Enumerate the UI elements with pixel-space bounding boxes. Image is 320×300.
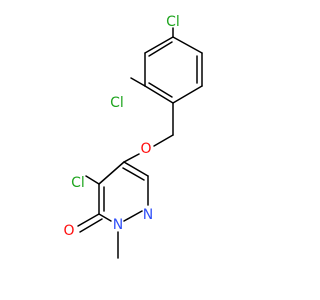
atom-cl-mid: Cl xyxy=(110,95,124,111)
atom-n-methyl: N xyxy=(113,217,123,233)
atom-labels: Cl Cl O Cl N O N xyxy=(63,14,179,239)
bond xyxy=(98,213,112,222)
bond xyxy=(153,134,174,147)
bond xyxy=(79,218,103,233)
bond xyxy=(130,77,146,87)
atom-cl-top: Cl xyxy=(166,14,180,30)
bond xyxy=(148,41,173,57)
bond xyxy=(144,85,174,104)
bond xyxy=(123,161,149,177)
atom-cl-ring: Cl xyxy=(71,175,85,191)
bond xyxy=(85,175,100,185)
atom-o-ether: O xyxy=(140,141,151,157)
atom-n-ring: N xyxy=(143,207,153,223)
bond xyxy=(148,82,173,98)
atom-o-keto: O xyxy=(63,223,74,239)
bond xyxy=(144,36,174,54)
molecule-diagram: Cl Cl O Cl N O N xyxy=(63,14,203,259)
bond xyxy=(123,210,143,222)
bond xyxy=(172,85,203,104)
bonds xyxy=(77,27,203,259)
bond xyxy=(123,153,140,163)
bond xyxy=(122,167,145,181)
bond xyxy=(98,161,125,185)
bond xyxy=(77,213,100,227)
bond xyxy=(172,36,203,54)
